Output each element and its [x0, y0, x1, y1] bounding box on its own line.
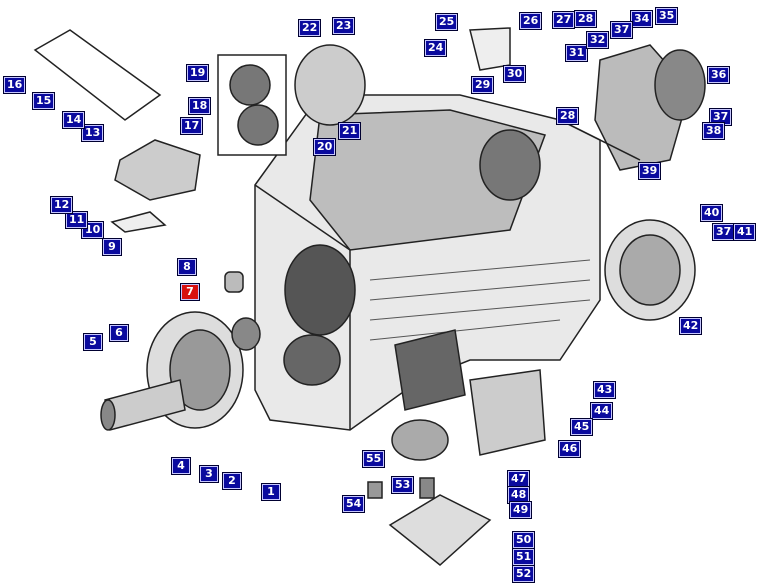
- callout-label-21[interactable]: 21: [337, 122, 362, 140]
- callout-label-19[interactable]: 19: [185, 64, 210, 82]
- callout-label-31[interactable]: 31: [564, 44, 589, 62]
- callout-label-13[interactable]: 13: [80, 124, 105, 142]
- callout-label-37a[interactable]: 37: [609, 21, 634, 39]
- rear-covers: [469, 27, 706, 321]
- callout-label-5[interactable]: 5: [83, 333, 103, 351]
- callout-label-25[interactable]: 25: [434, 13, 459, 31]
- callout-label-50[interactable]: 50: [511, 531, 536, 549]
- callout-label-30[interactable]: 30: [502, 65, 527, 83]
- callout-label-47[interactable]: 47: [506, 470, 531, 488]
- callout-label-7[interactable]: 7: [180, 283, 200, 301]
- callout-label-8[interactable]: 8: [177, 258, 197, 276]
- callout-label-37c[interactable]: 37: [711, 223, 736, 241]
- callout-label-51[interactable]: 51: [511, 548, 536, 566]
- callout-label-45[interactable]: 45: [569, 418, 594, 436]
- callout-label-17[interactable]: 17: [179, 117, 204, 135]
- callout-label-3[interactable]: 3: [199, 465, 219, 483]
- callout-label-20[interactable]: 20: [312, 138, 337, 156]
- bottom-covers: [367, 329, 546, 566]
- callout-label-11[interactable]: 11: [64, 211, 89, 229]
- callout-label-4[interactable]: 4: [171, 457, 191, 475]
- callout-label-29[interactable]: 29: [470, 76, 495, 94]
- callout-label-53[interactable]: 53: [390, 476, 415, 494]
- callout-label-2[interactable]: 2: [222, 472, 242, 490]
- callout-label-43[interactable]: 43: [592, 381, 617, 399]
- front-cover: [100, 271, 261, 431]
- callout-label-32[interactable]: 32: [585, 31, 610, 49]
- callout-label-34[interactable]: 34: [629, 10, 654, 28]
- callout-label-55[interactable]: 55: [361, 450, 386, 468]
- callout-label-24[interactable]: 24: [423, 39, 448, 57]
- callout-label-22[interactable]: 22: [297, 19, 322, 37]
- callout-label-26[interactable]: 26: [518, 12, 543, 30]
- callout-label-15[interactable]: 15: [31, 92, 56, 110]
- callout-label-1[interactable]: 1: [261, 483, 281, 501]
- callout-label-38[interactable]: 38: [701, 122, 726, 140]
- callout-label-27[interactable]: 27: [551, 11, 576, 29]
- callout-label-54[interactable]: 54: [341, 495, 366, 513]
- callout-label-28a[interactable]: 28: [573, 10, 598, 28]
- callout-label-46[interactable]: 46: [557, 440, 582, 458]
- callout-label-41[interactable]: 41: [732, 223, 757, 241]
- callout-label-12[interactable]: 12: [49, 196, 74, 214]
- callout-label-28b[interactable]: 28: [555, 107, 580, 125]
- callout-label-14[interactable]: 14: [61, 111, 86, 129]
- callout-label-9[interactable]: 9: [102, 238, 122, 256]
- callout-label-44[interactable]: 44: [589, 402, 614, 420]
- callout-label-40[interactable]: 40: [699, 204, 724, 222]
- callout-label-16[interactable]: 16: [2, 76, 27, 94]
- callout-label-18[interactable]: 18: [187, 97, 212, 115]
- callout-label-35[interactable]: 35: [654, 7, 679, 25]
- callout-label-42[interactable]: 42: [678, 317, 703, 335]
- callout-label-52[interactable]: 52: [511, 565, 536, 583]
- callout-label-49[interactable]: 49: [508, 501, 533, 519]
- callout-label-23[interactable]: 23: [331, 17, 356, 35]
- oil-pump: [33, 29, 366, 233]
- callout-label-36[interactable]: 36: [706, 66, 731, 84]
- callout-label-6[interactable]: 6: [109, 324, 129, 342]
- callout-label-39[interactable]: 39: [637, 162, 662, 180]
- callout-label-48[interactable]: 48: [506, 486, 531, 504]
- gearbox-housing: [254, 94, 601, 431]
- callout-label-10[interactable]: 10: [80, 221, 105, 239]
